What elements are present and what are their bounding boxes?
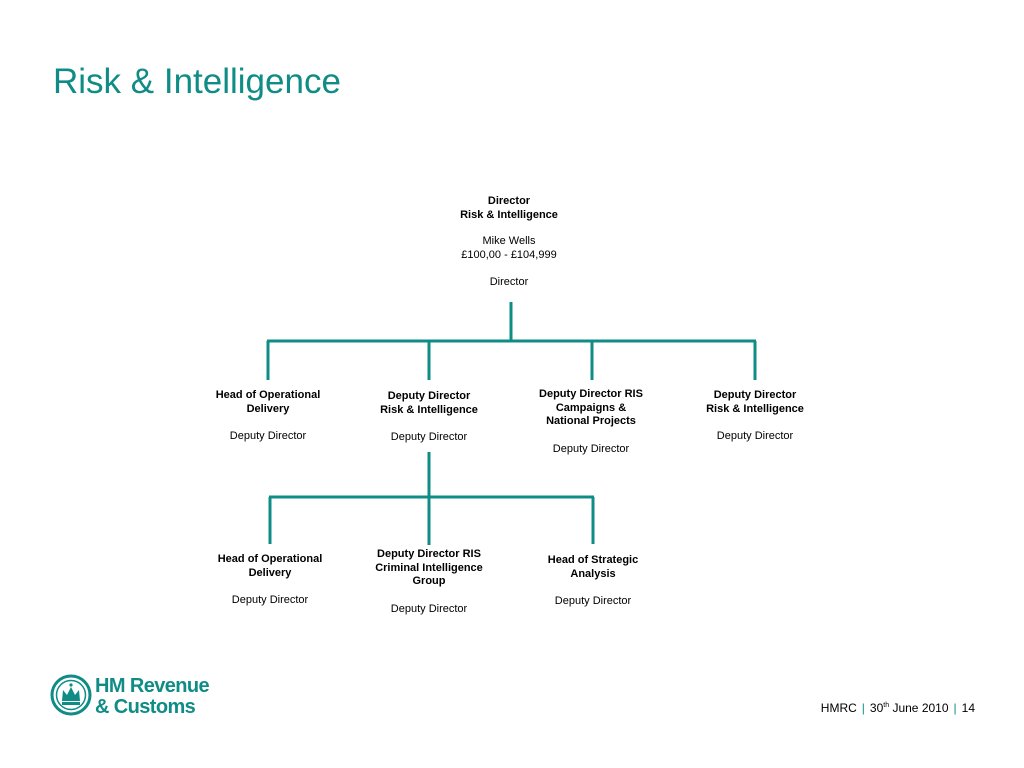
director-role: Director Risk & Intelligence	[460, 195, 558, 221]
node-role: Head of Operational Delivery	[215, 389, 321, 415]
crown-crest-icon	[50, 674, 92, 716]
node-role: Deputy Director RIS Criminal Intelligenc…	[375, 548, 483, 587]
node-role: Deputy Director Risk & Intelligence	[380, 390, 478, 416]
node-role: Head of Strategic Analysis	[547, 554, 639, 580]
director-salary: £100,00 - £104,999	[461, 248, 557, 261]
director-node: Director Risk & Intelligence Mike Wells …	[429, 195, 589, 290]
level2-node-3: Deputy Director RIS Campaigns & National…	[521, 388, 661, 456]
node-grade: Deputy Director	[231, 594, 309, 606]
footer-date-rest: June 2010	[889, 701, 949, 715]
footer-date-day: 30	[869, 701, 884, 715]
logo-line-2: & Customs	[95, 696, 196, 718]
page-number: 14	[961, 701, 975, 715]
node-role: Head of Operational Delivery	[217, 553, 323, 579]
level2-node-4: Deputy Director Risk & Intelligence Depu…	[685, 389, 825, 444]
level3-node-2: Deputy Director RIS Criminal Intelligenc…	[359, 548, 499, 616]
footer-org: HMRC	[820, 701, 857, 715]
footer: HMRC|30th June 2010|14	[820, 701, 975, 715]
node-grade: Deputy Director	[390, 431, 468, 443]
footer-date-sup: th	[883, 702, 890, 709]
page-title: Risk & Intelligence	[53, 62, 341, 101]
director-grade: Director	[489, 276, 529, 288]
node-role: Deputy Director Risk & Intelligence	[706, 389, 804, 415]
node-grade: Deputy Director	[554, 595, 632, 607]
level3-node-3: Head of Strategic Analysis Deputy Direct…	[523, 554, 663, 609]
level2-node-2: Deputy Director Risk & Intelligence Depu…	[359, 390, 499, 445]
logo-line-1: HM Revenue	[95, 675, 210, 697]
node-grade: Deputy Director	[390, 602, 468, 615]
director-name: Mike Wells	[482, 235, 536, 247]
node-grade: Deputy Director	[229, 430, 307, 442]
node-role: Deputy Director RIS Campaigns & National…	[539, 388, 643, 427]
node-grade: Deputy Director	[552, 442, 630, 455]
node-grade: Deputy Director	[716, 430, 794, 442]
level3-node-1: Head of Operational Delivery Deputy Dire…	[200, 553, 340, 608]
hmrc-logo-text: HM Revenue & Customs	[95, 675, 210, 718]
level2-node-1: Head of Operational Delivery Deputy Dire…	[198, 389, 338, 444]
